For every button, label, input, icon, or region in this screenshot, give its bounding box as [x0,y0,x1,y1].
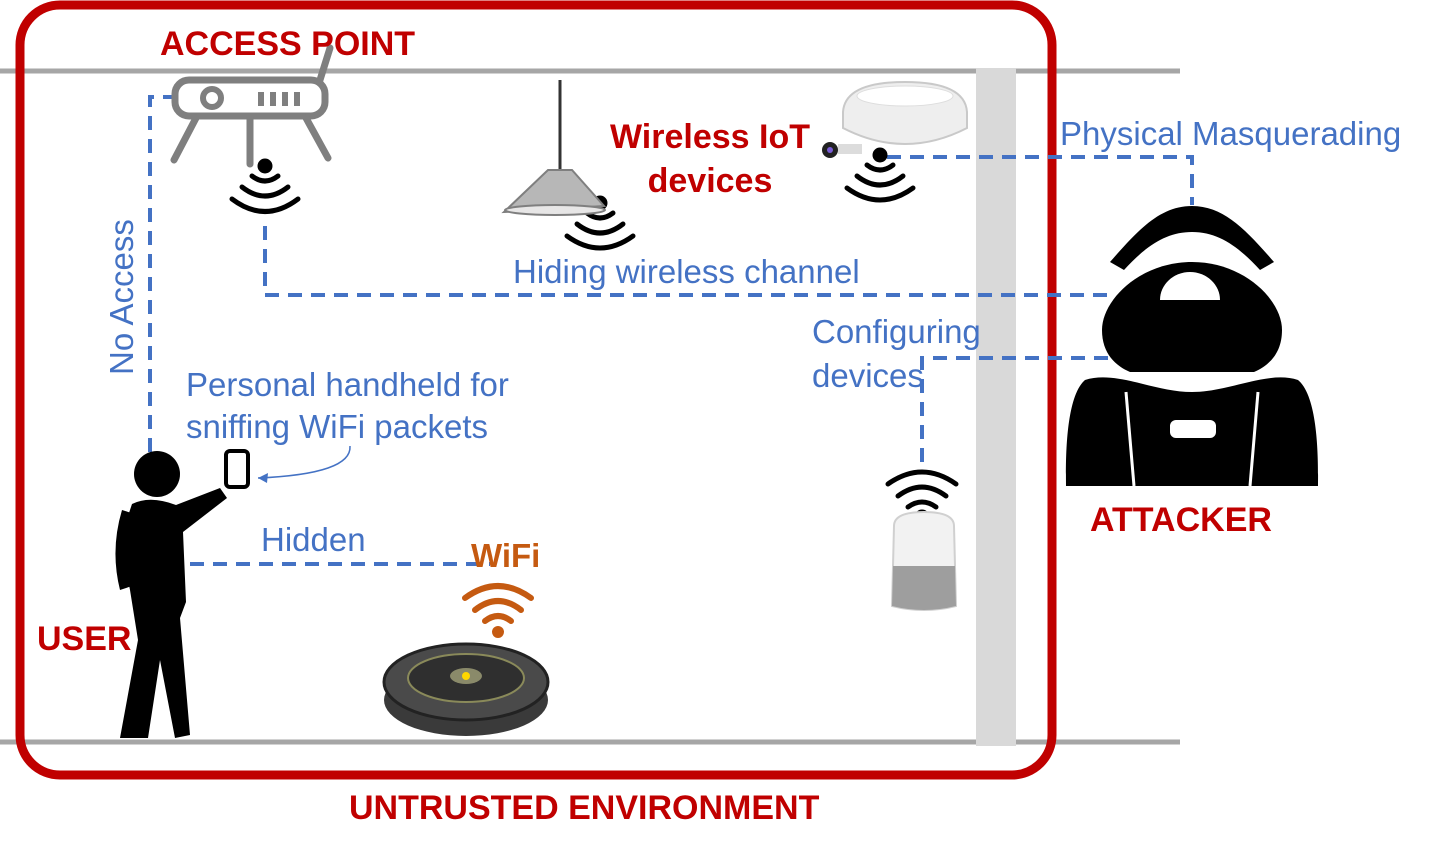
configuring-devices-label: Configuring devices [812,313,981,394]
wifi-signal-icon [844,147,916,203]
wireless-iot-label: Wireless IoT devices [610,118,810,200]
pointer-arrowhead [258,473,268,483]
no-access-label: No Access [103,219,140,375]
pointer-arrow [257,445,351,479]
router-icon [170,44,334,168]
physical-masquerading-label: Physical Masquerading [1060,115,1402,152]
wifi-signal-icon [229,158,301,214]
environment-boundary [15,0,1057,780]
connectors [148,95,1194,566]
attacker-label: ATTACKER [1090,501,1272,539]
physical-masquerading-link [887,155,1194,205]
configuring-devices-link [920,356,1112,462]
smoke-detector-camera-icon [822,80,968,158]
person-icon [115,451,227,738]
wall-lines [0,68,1180,746]
hiding-channel-link [263,226,1115,297]
pendant-lamp-icon [501,80,607,216]
robot-vacuum-icon [382,642,550,736]
wifi-signal-icon [462,583,534,638]
hiding-channel-label: Hiding wireless channel [513,253,860,290]
hooded-attacker-icon [1065,206,1319,487]
no-access-link [148,95,178,452]
smartphone-icon [224,449,250,489]
personal-handheld-label: Personal handheld for sniffing WiFi pack… [186,366,509,446]
wifi-label: WiFi [471,537,541,574]
hidden-label: Hidden [261,521,366,558]
smart-speaker-icon [890,510,958,611]
untrusted-environment-label: UNTRUSTED ENVIRONMENT [349,789,820,827]
user-label: USER [37,620,132,658]
access-point-label: ACCESS POINT [160,25,416,63]
